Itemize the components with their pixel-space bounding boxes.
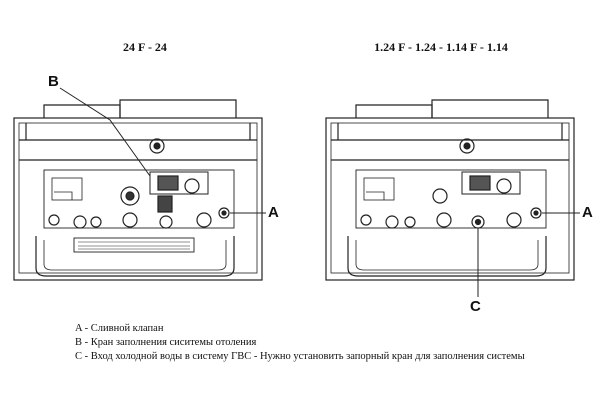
pressure-gauge-icon-right xyxy=(459,138,475,154)
legend: A - Сливной клапан B - Кран заполнения с… xyxy=(75,322,525,364)
leader-b xyxy=(59,87,151,177)
right-boiler-drawing xyxy=(325,99,580,297)
left-boiler-drawing xyxy=(13,87,266,281)
legend-item-b: B - Кран заполнения сиситемы отоления xyxy=(75,337,257,348)
legend-item-c: C - Вход холодной воды в систему ГВС - Н… xyxy=(75,351,525,362)
legend-item-a: A - Сливной клапан xyxy=(75,323,164,334)
fill-valve-b-icon xyxy=(120,186,140,206)
callout-a-left-label: A xyxy=(268,204,279,221)
callout-c-label: C xyxy=(470,298,481,315)
pressure-gauge-icon xyxy=(149,138,165,154)
callout-b-label: B xyxy=(48,73,59,90)
drain-valve-a-icon xyxy=(218,207,230,219)
callout-a-right-label: A xyxy=(582,204,593,221)
right-model-title: 1.24 F - 1.24 - 1.14 F - 1.14 xyxy=(374,40,508,54)
left-model-title: 24 F - 24 xyxy=(123,40,167,54)
drain-valve-a-icon-right xyxy=(530,207,542,219)
